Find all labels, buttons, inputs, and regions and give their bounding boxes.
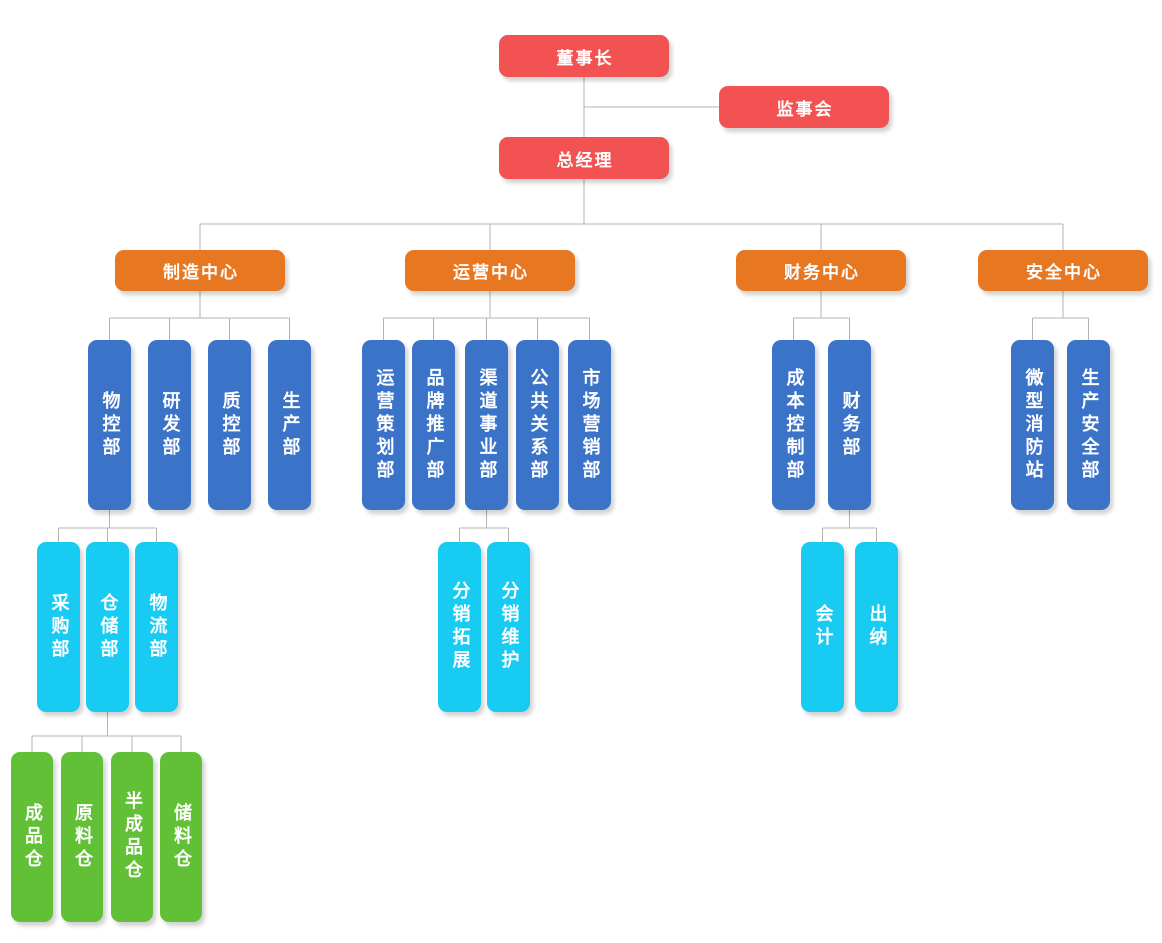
- node-cashier[interactable]: 出纳: [855, 542, 898, 712]
- node-material-storage-warehouse[interactable]: 储料仓: [160, 752, 202, 922]
- node-public-relations-dept[interactable]: 公共关系部: [516, 340, 559, 510]
- node-distribution-maintenance[interactable]: 分销维护: [487, 542, 530, 712]
- node-semi-finished-warehouse[interactable]: 半成品仓: [111, 752, 153, 922]
- node-finished-goods-warehouse[interactable]: 成品仓: [11, 752, 53, 922]
- node-accounting[interactable]: 会计: [801, 542, 844, 712]
- node-cost-control-dept[interactable]: 成本控制部: [772, 340, 815, 510]
- node-chairman[interactable]: 董事长: [499, 35, 669, 77]
- node-logistics-dept[interactable]: 物流部: [135, 542, 178, 712]
- node-material-control-dept[interactable]: 物控部: [88, 340, 131, 510]
- node-purchasing-dept[interactable]: 采购部: [37, 542, 80, 712]
- node-micro-fire-station[interactable]: 微型消防站: [1011, 340, 1054, 510]
- node-manufacturing-center[interactable]: 制造中心: [115, 250, 285, 291]
- node-safety-center[interactable]: 安全中心: [978, 250, 1148, 291]
- node-channel-business-dept[interactable]: 渠道事业部: [465, 340, 508, 510]
- node-operations-planning-dept[interactable]: 运营策划部: [362, 340, 405, 510]
- node-warehouse-dept[interactable]: 仓储部: [86, 542, 129, 712]
- node-distribution-expansion[interactable]: 分销拓展: [438, 542, 481, 712]
- node-production-safety-dept[interactable]: 生产安全部: [1067, 340, 1110, 510]
- node-brand-promotion-dept[interactable]: 品牌推广部: [412, 340, 455, 510]
- node-general-manager[interactable]: 总经理: [499, 137, 669, 179]
- node-finance-dept[interactable]: 财务部: [828, 340, 871, 510]
- node-finance-center[interactable]: 财务中心: [736, 250, 906, 291]
- node-raw-material-warehouse[interactable]: 原料仓: [61, 752, 103, 922]
- node-marketing-dept[interactable]: 市场营销部: [568, 340, 611, 510]
- node-qc-dept[interactable]: 质控部: [208, 340, 251, 510]
- node-rd-dept[interactable]: 研发部: [148, 340, 191, 510]
- node-production-dept[interactable]: 生产部: [268, 340, 311, 510]
- node-supervisory-board[interactable]: 监事会: [719, 86, 889, 128]
- node-operations-center[interactable]: 运营中心: [405, 250, 575, 291]
